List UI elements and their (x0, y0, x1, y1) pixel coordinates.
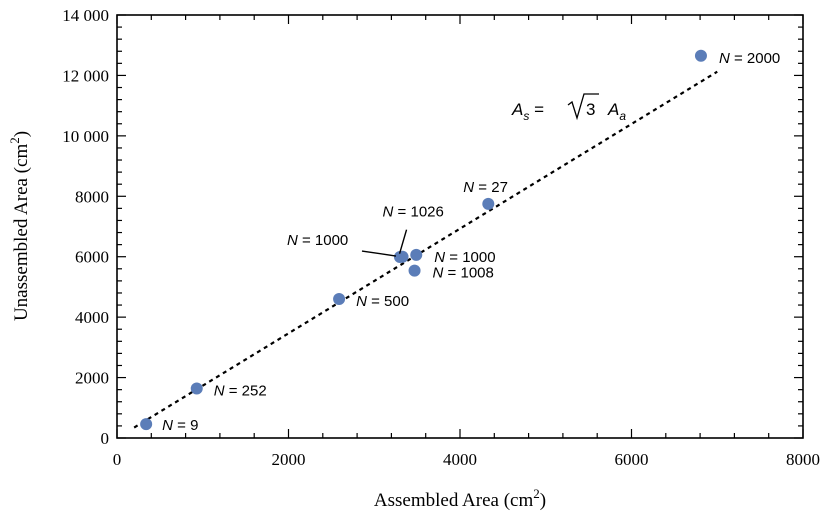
y-tick-label: 2000 (75, 369, 109, 388)
plot-frame (116, 14, 804, 439)
data-point-label: N = 9 (162, 417, 198, 434)
data-point-label: N = 1000 (287, 232, 348, 249)
data-point-label: N = 1008 (433, 265, 494, 282)
fit-equation-label: As = 3 Aa (511, 93, 626, 123)
data-point-label: N = 500 (356, 293, 409, 310)
y-axis-title: Unassembled Area (cm2) (7, 131, 32, 321)
leader-line (398, 229, 408, 254)
data-point-label: N = 27 (463, 179, 508, 196)
y-tick-label: 8000 (75, 187, 109, 206)
data-point (694, 49, 707, 62)
y-tick-label: 0 (101, 429, 110, 448)
x-tick-label: 6000 (615, 450, 649, 469)
y-tick-label: 14 000 (62, 6, 109, 25)
axis-ticks (116, 14, 804, 439)
data-point (410, 248, 423, 261)
data-point-label: N = 252 (214, 382, 267, 399)
label-leader-lines (361, 229, 408, 257)
x-tick-label: 2000 (272, 450, 306, 469)
y-tick-label: 10 000 (62, 127, 109, 146)
data-point (482, 197, 495, 210)
data-point-label: N = 2000 (719, 50, 780, 67)
data-point (140, 418, 153, 431)
y-tick-label: 4000 (75, 308, 109, 327)
leader-line (361, 250, 397, 257)
data-point-label: N = 1026 (383, 204, 444, 221)
data-point (408, 264, 421, 277)
fit-line (133, 70, 718, 429)
x-tick-label: 0 (113, 450, 122, 469)
data-point-label: N = 1000 (434, 249, 495, 266)
sqrt-icon (567, 93, 599, 121)
axis-tick-labels: 0 2000 4000 6000 8000 0 2000 4000 6000 8000 10 000… (62, 6, 820, 469)
y-tick-label: 6000 (75, 248, 109, 267)
svg-text:As =: As = (511, 100, 544, 123)
svg-text:3: 3 (586, 100, 595, 119)
data-points (140, 49, 707, 431)
x-axis-title: Assembled Area (cm2) (374, 486, 546, 511)
y-tick-label: 12 000 (62, 66, 109, 85)
x-tick-label: 8000 (786, 450, 820, 469)
data-point (333, 293, 346, 306)
data-point (396, 250, 409, 263)
data-point (190, 382, 203, 395)
fit-line-group (133, 70, 718, 429)
data-point-labels: N = 9 N = 252 N = 500 N = 1000 N = 1026 N = 1… (162, 50, 780, 434)
x-tick-label: 4000 (443, 450, 477, 469)
svg-text:Aa: Aa (607, 100, 626, 123)
